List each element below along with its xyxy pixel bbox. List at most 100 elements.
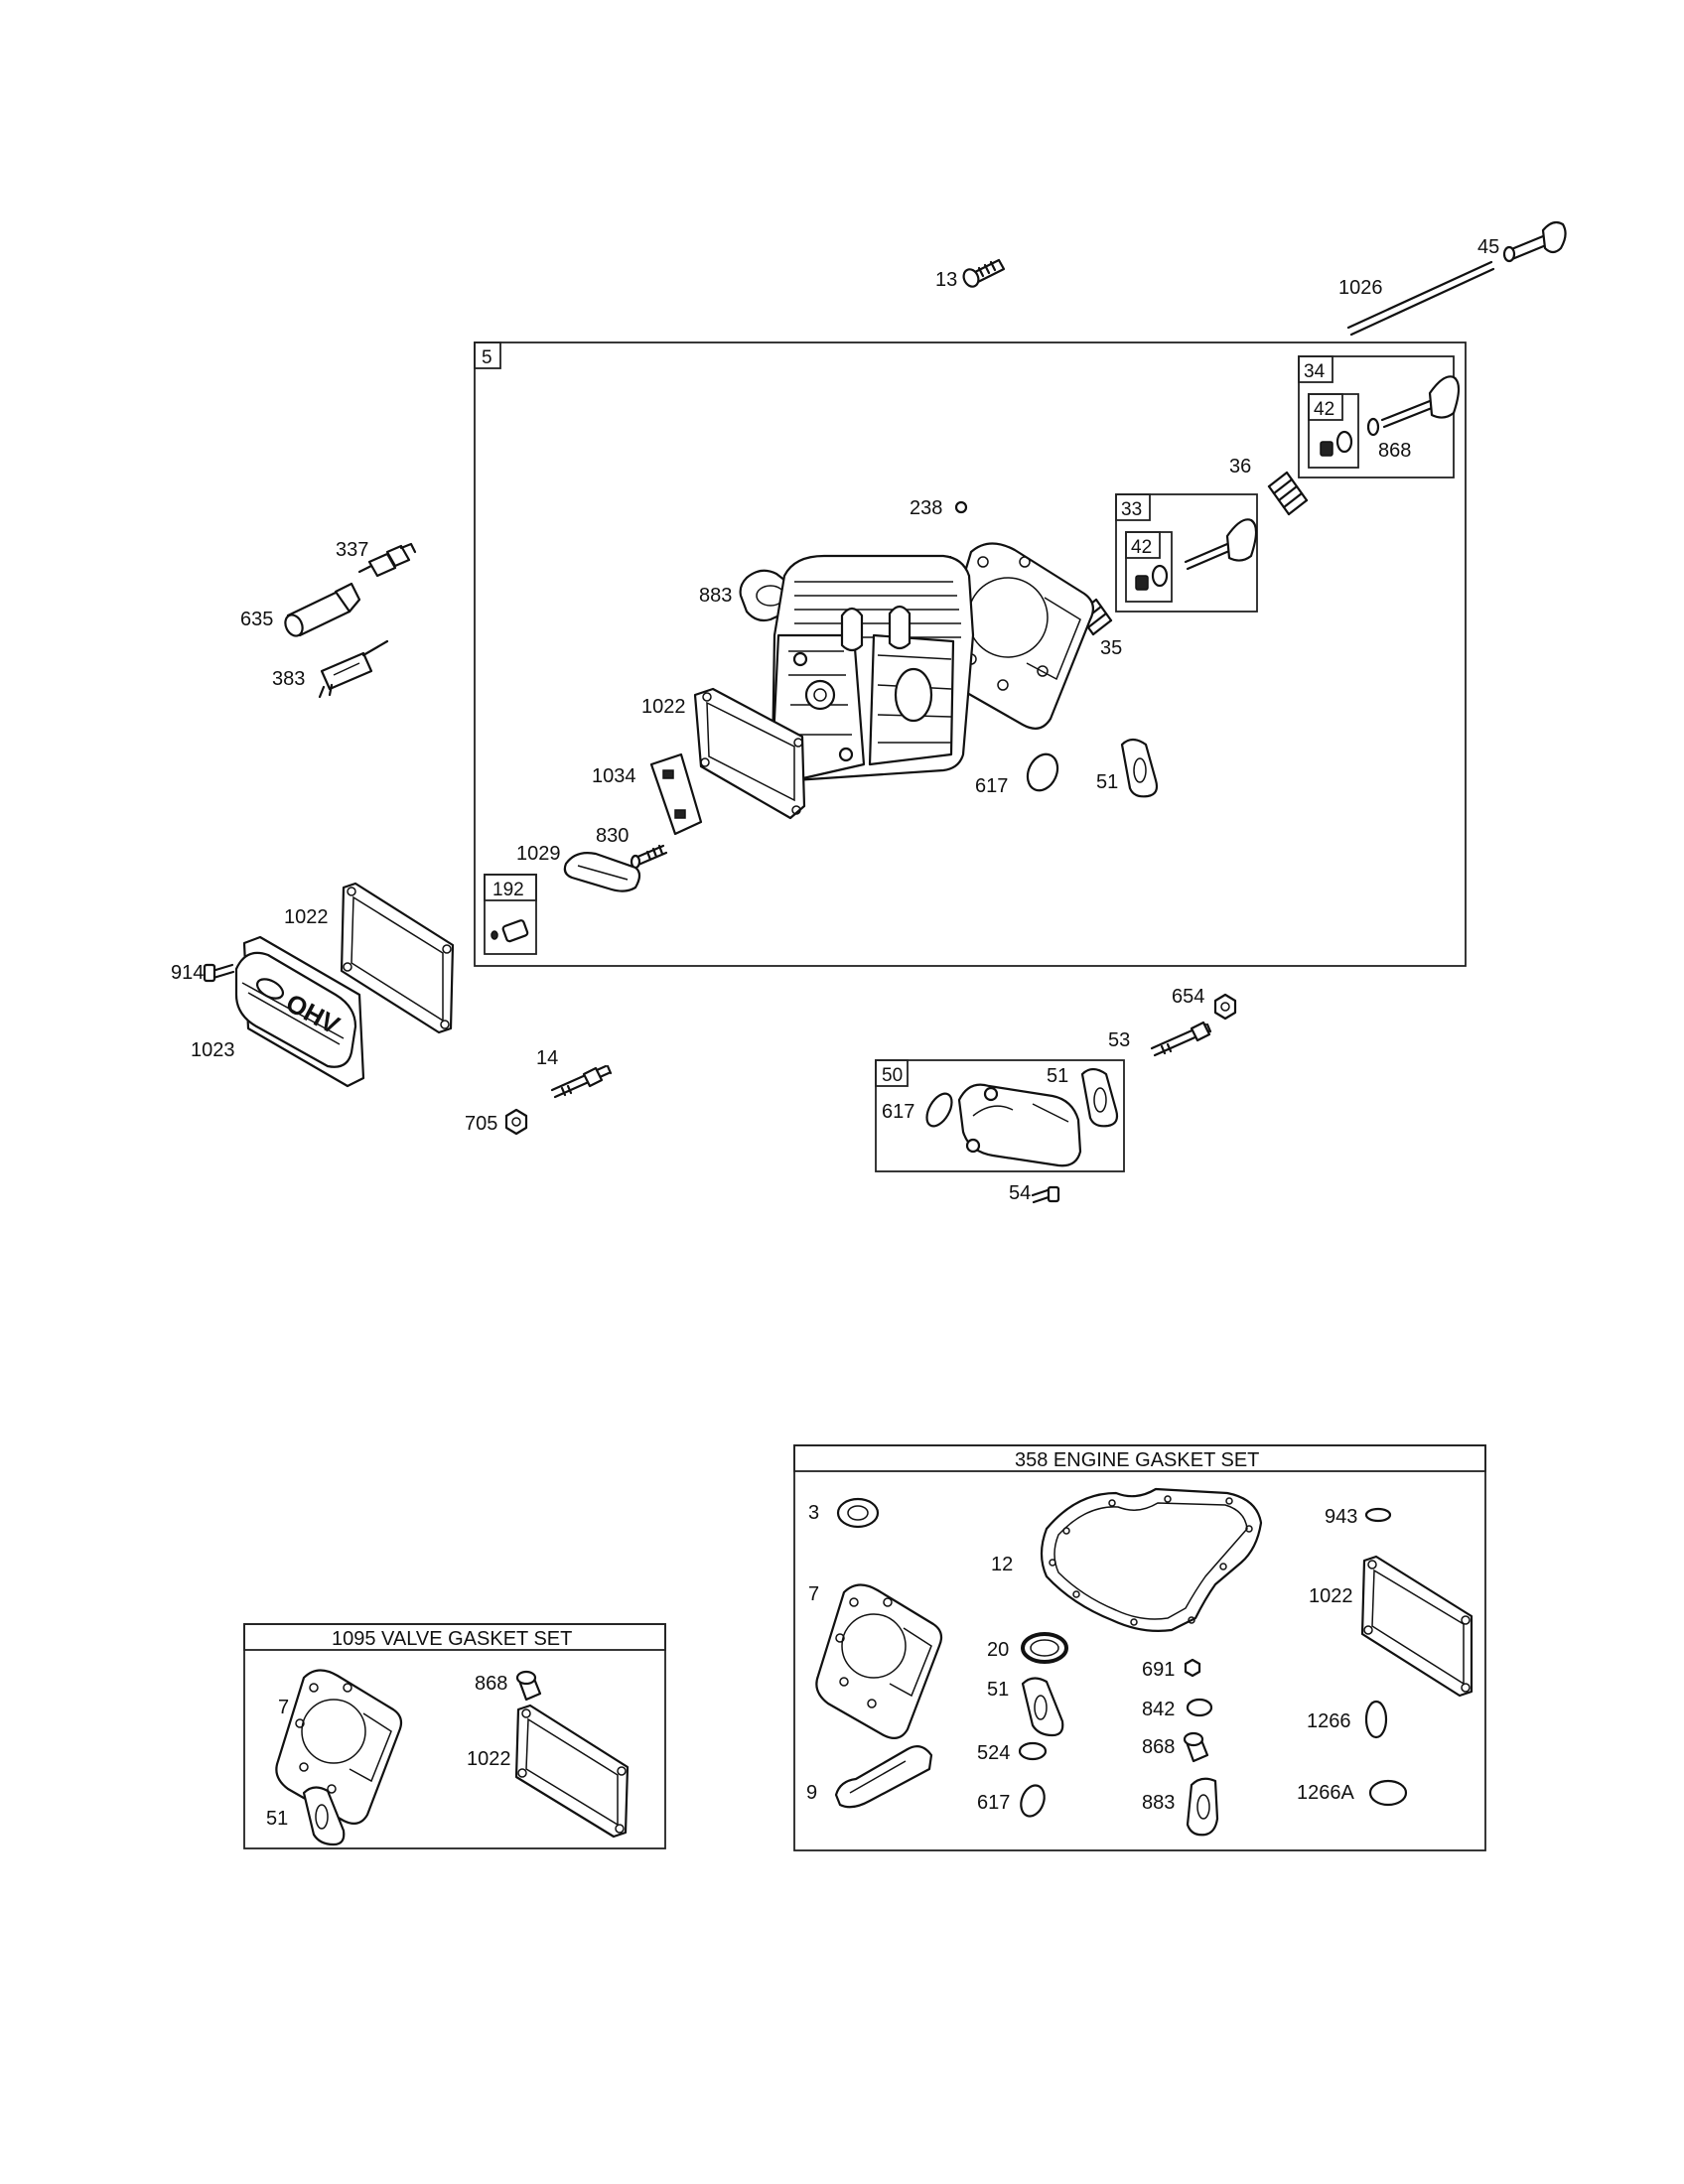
- part-1022-gasket-a: [693, 687, 806, 820]
- eset-part-20-seal: [1021, 1632, 1068, 1664]
- eset-label-868: 868: [1142, 1736, 1175, 1758]
- eset-part-1022-gasket: [1360, 1555, 1474, 1698]
- part-42-keeper-a: [1320, 430, 1353, 457]
- part-36-spring: [1267, 471, 1309, 516]
- eset-part-842-oring: [1186, 1698, 1213, 1717]
- part-617-oring-b: [925, 1092, 953, 1128]
- eset-label-617: 617: [977, 1792, 1010, 1814]
- assembly-box-33: [1115, 493, 1258, 613]
- box-label-42a: [1308, 393, 1343, 421]
- part-383-wire: [318, 639, 389, 699]
- eset-part-9-gasket: [834, 1744, 933, 1809]
- label-1022b: 1022: [284, 906, 329, 928]
- eset-label-3: 3: [808, 1502, 819, 1524]
- vset-label-868: 868: [475, 1673, 507, 1695]
- eset-part-7-head-gasket: [815, 1583, 943, 1740]
- part-617-oring-a: [1026, 752, 1059, 792]
- eset-part-524-oring: [1018, 1741, 1048, 1761]
- part-13-bolt: [962, 258, 1006, 288]
- label-45: 45: [1477, 236, 1499, 258]
- part-33-valve-exhaust: [1184, 518, 1258, 571]
- eset-part-1266a-oring: [1368, 1779, 1408, 1807]
- label-14: 14: [536, 1047, 558, 1069]
- part-914-screw: [203, 963, 235, 983]
- eset-part-883-gasket: [1186, 1777, 1219, 1837]
- label-36: 36: [1229, 456, 1251, 478]
- label-1029: 1029: [516, 843, 561, 865]
- label-617a: 617: [975, 775, 1008, 797]
- box-label-33: [1115, 493, 1151, 521]
- vset-label-1022: 1022: [467, 1748, 511, 1770]
- assembly-box-50: [875, 1059, 1125, 1172]
- label-51a: 51: [1096, 771, 1118, 793]
- label-53: 53: [1108, 1029, 1130, 1051]
- part-705-nut: [504, 1108, 528, 1136]
- label-654: 654: [1172, 986, 1204, 1008]
- part-53-stud: [1150, 1021, 1212, 1057]
- vset-label-51: 51: [266, 1808, 288, 1830]
- engine-gasket-set-header: [793, 1444, 1486, 1472]
- part-14-stud: [550, 1064, 613, 1099]
- vset-part-1022-gasket: [514, 1704, 630, 1839]
- label-51b: 51: [1047, 1065, 1068, 1087]
- box-text-42a: 42: [1314, 399, 1334, 420]
- eset-part-3-seal: [836, 1497, 880, 1529]
- eset-label-883: 883: [1142, 1792, 1175, 1814]
- part-337-spark-plug: [357, 542, 417, 578]
- label-1022a: 1022: [641, 696, 686, 718]
- part-1034-plate: [649, 752, 703, 836]
- part-1023-valve-cover: OHV: [234, 935, 365, 1088]
- part-45-valve: [1502, 220, 1567, 263]
- eset-label-1022: 1022: [1309, 1585, 1353, 1607]
- assembly-box-5: [474, 341, 1467, 967]
- vset-part-7-head-gasket: [275, 1669, 403, 1826]
- engine-gasket-set-title: 358 ENGINE GASKET SET: [1015, 1449, 1259, 1471]
- box-text-192: 192: [492, 880, 524, 900]
- part-192-fitting: [491, 919, 529, 943]
- part-654-nut: [1213, 993, 1237, 1021]
- part-868-valve-intake: [1366, 375, 1461, 437]
- part-50-intake-manifold: [957, 1083, 1082, 1167]
- label-1023: 1023: [191, 1039, 235, 1061]
- vset-part-868-valve-seal: [515, 1670, 542, 1702]
- label-830: 830: [596, 825, 629, 847]
- valve-gasket-set-header: [243, 1623, 666, 1651]
- part-1029-tube: [563, 852, 641, 892]
- box-label-192: [484, 874, 537, 901]
- eset-part-12-gasket: [1040, 1487, 1263, 1632]
- box-text-34: 34: [1304, 361, 1326, 382]
- eset-part-1266-oring: [1364, 1700, 1388, 1739]
- valve-gasket-set-title: 1095 VALVE GASKET SET: [332, 1628, 572, 1650]
- part-830-stud: [630, 844, 668, 870]
- eset-label-12: 12: [991, 1554, 1013, 1575]
- box-label-34: [1298, 355, 1333, 383]
- label-13: 13: [935, 269, 957, 291]
- label-914: 914: [171, 962, 204, 984]
- eset-label-1266: 1266: [1307, 1710, 1351, 1732]
- eset-label-691: 691: [1142, 1659, 1175, 1681]
- part-1022-gasket-b: [340, 882, 455, 1034]
- label-883a: 883: [699, 585, 732, 607]
- label-54: 54: [1009, 1182, 1031, 1204]
- label-1034: 1034: [592, 765, 636, 787]
- box-text-33: 33: [1121, 499, 1142, 520]
- eset-part-868-valve-seal: [1183, 1731, 1209, 1763]
- label-1026: 1026: [1338, 277, 1383, 299]
- eset-part-691-nut: [1184, 1658, 1201, 1678]
- eset-label-1266a: 1266A: [1297, 1782, 1354, 1804]
- part-238-pin: [954, 500, 968, 514]
- label-238: 238: [910, 497, 942, 519]
- box-label-5: [474, 341, 501, 369]
- label-635: 635: [240, 609, 273, 630]
- eset-label-9: 9: [806, 1782, 817, 1804]
- label-705: 705: [465, 1113, 497, 1135]
- eset-label-7: 7: [808, 1583, 819, 1605]
- label-868a: 868: [1378, 440, 1411, 462]
- vset-label-7: 7: [278, 1697, 289, 1718]
- box-text-50: 50: [882, 1065, 903, 1086]
- eset-label-842: 842: [1142, 1699, 1175, 1720]
- part-54-screw: [1031, 1185, 1060, 1204]
- part-42-keeper-b: [1135, 564, 1169, 591]
- box-label-50: [875, 1059, 909, 1087]
